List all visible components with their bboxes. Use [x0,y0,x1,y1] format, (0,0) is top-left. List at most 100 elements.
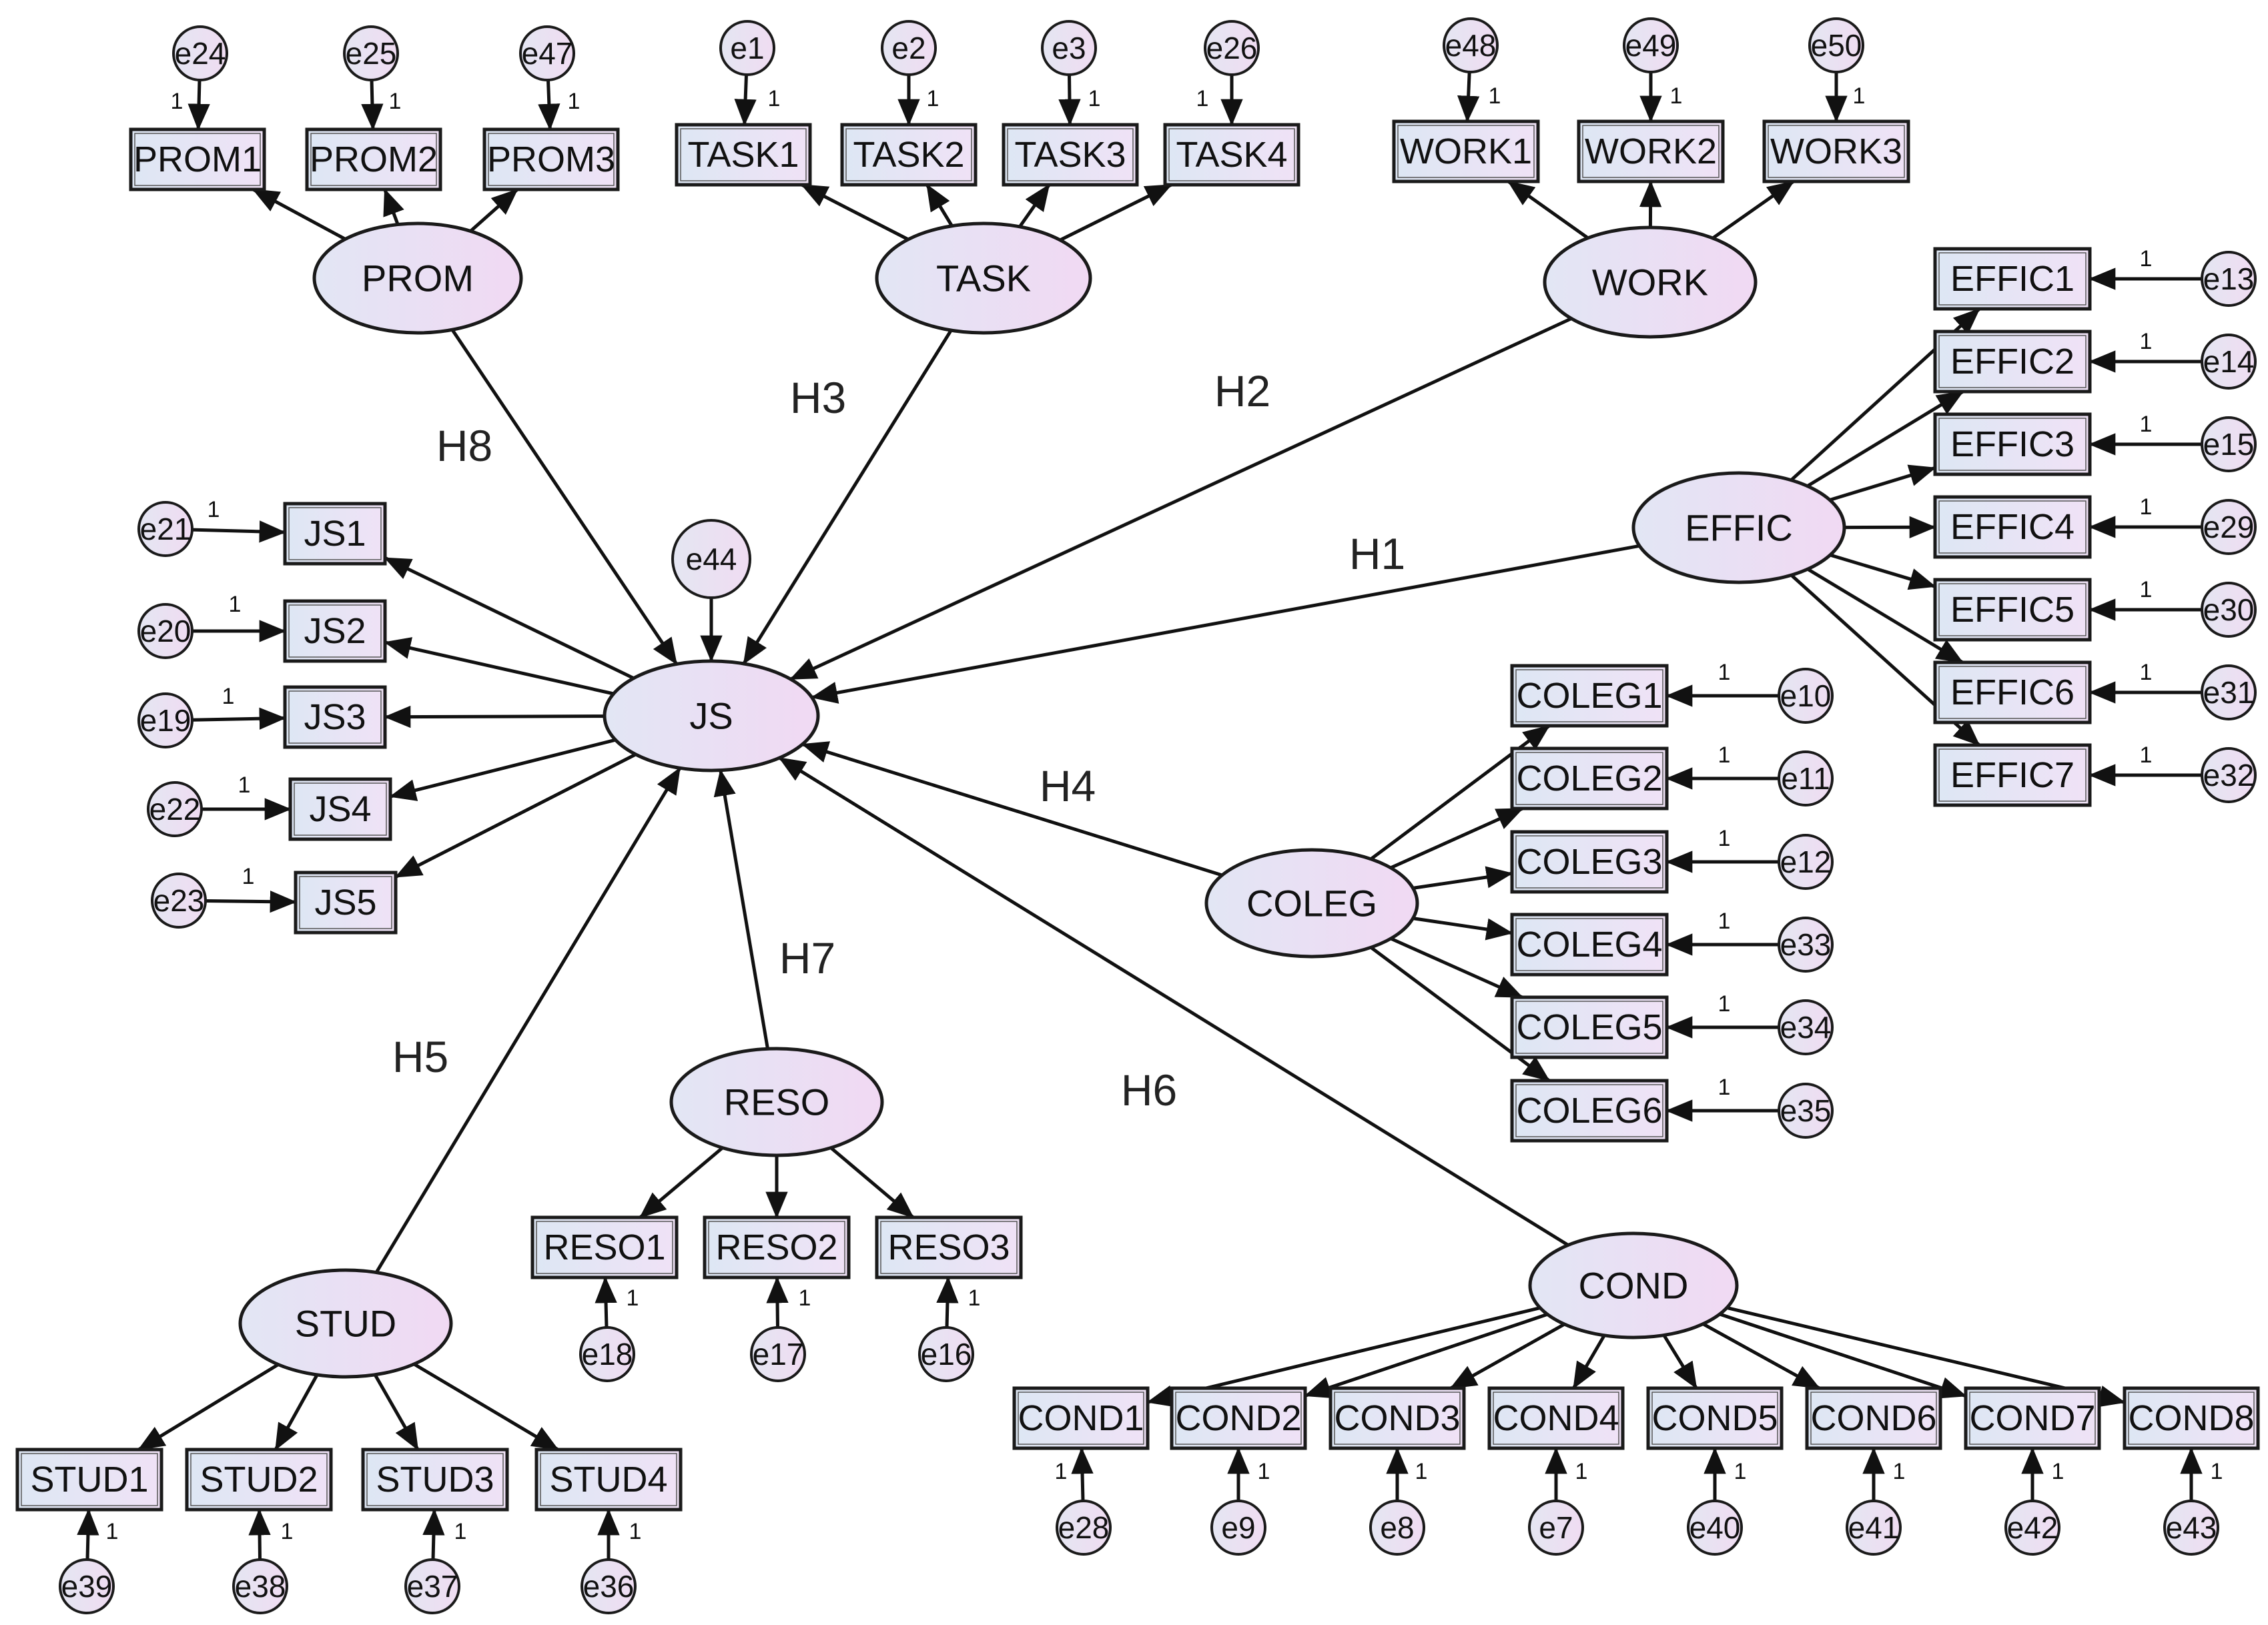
indicator-label-stud2: STUD2 [200,1460,318,1500]
indicator-inner-border [288,690,382,744]
error-label-e23: e23 [153,883,205,918]
loading-arrow-cond3 [1449,1322,1565,1390]
indicator-label-cond8: COND8 [2128,1398,2254,1438]
error-arrow-e48 [1457,71,1480,123]
error-arrow-e25 [361,79,384,131]
indicator-inner-border [488,133,615,186]
indicator-inner-border [1651,1392,1778,1445]
indicator-label-prom1: PROM1 [133,139,262,179]
error-label-e39: e39 [61,1569,113,1604]
indicator-inner-border [366,1453,504,1506]
error-e17 [750,1326,806,1382]
indicator-inner-border [1938,748,2087,802]
indicator-label-coleg6: COLEG6 [1516,1091,1662,1131]
error-e2 [881,20,937,76]
indicator-cond2 [1170,1386,1307,1450]
error-e13 [2201,251,2257,307]
error-label-e3: e3 [1052,31,1086,65]
error-label-e33: e33 [1780,927,1832,962]
indicator-inner-border [1810,1392,1937,1445]
error-label-e13: e13 [2203,261,2255,296]
error-e24 [172,25,228,81]
error-e49 [1623,17,1679,73]
indicator-label-task2: TASK2 [853,135,964,175]
error-e39 [59,1558,115,1614]
nodes-layer [15,17,2260,1614]
error-e43 [2163,1500,2219,1556]
loading-arrow-task4 [1059,183,1172,242]
loading-arrow-stud1 [137,1363,280,1452]
indicator-coleg2 [1510,746,1669,810]
error-arrow-e17 [766,1276,789,1328]
indicator-task2 [840,123,978,187]
paths-layer [77,71,2203,1560]
indicator-inner-border [21,1453,158,1506]
error-label-e8: e8 [1380,1510,1414,1545]
indicator-cond3 [1329,1386,1466,1450]
latent-stud [238,1268,453,1379]
indicator-inner-border [1397,125,1535,178]
fixed-loading-label: 1 [768,86,781,111]
indicator-effic1 [1933,247,2092,311]
indicator-coleg3 [1510,830,1669,894]
hypothesis-label-h4: H4 [1040,761,1096,810]
error-label-e49: e49 [1625,28,1677,63]
error-arrow-e23 [205,890,297,913]
indicator-label-work2: WORK2 [1585,131,1717,171]
latent-label-reso: RESO [724,1081,830,1123]
latent-label-stud: STUD [295,1303,396,1345]
latent-reso [669,1047,884,1157]
latent-label-prom: PROM [362,257,474,300]
fixed-loading-label: 1 [2140,494,2153,520]
indicator-js1 [283,502,387,566]
error-label-e30: e30 [2203,592,2255,627]
indicator-prom2 [305,127,442,191]
indicator-stud1 [15,1448,163,1512]
error-label-e36: e36 [583,1569,635,1604]
fixed-loading-label: 1 [927,86,939,111]
latent-task [875,221,1092,335]
error-label-e16: e16 [921,1337,972,1372]
loading-arrow-work3 [1712,179,1795,240]
latent-label-work: WORK [1592,261,1708,304]
error-arrow-e21 [192,520,286,543]
structural-error-e44 [671,519,751,599]
fixed-loading-label: 1 [968,1285,981,1311]
error-e25 [343,25,399,81]
loading-arrow-cond2 [1304,1312,1548,1398]
error-label-e2: e2 [891,31,925,65]
indicator-task1 [675,123,812,187]
fixed-loading-label: 1 [629,1519,642,1544]
error-label-e15: e15 [2203,427,2255,462]
error-label-e34: e34 [1780,1010,1832,1045]
indicator-inner-border [288,507,382,560]
indicator-label-reso2: RESO2 [715,1227,837,1267]
indicator-label-js2: JS2 [304,611,366,651]
latent-js [603,659,820,772]
fixed-loading-label: 1 [1853,83,1866,109]
indicator-inner-border [1938,335,2087,388]
latent-label-js: JS [689,695,733,737]
indicator-label-coleg1: COLEG1 [1516,676,1662,716]
indicator-coleg4 [1510,913,1669,977]
indicator-inner-border [1334,1392,1461,1445]
hypothesis-label-h8: H8 [436,421,492,470]
indicator-inner-border [880,1221,1018,1274]
indicator-inner-border [1018,1392,1144,1445]
fixed-loading-label: 1 [1415,1459,1428,1484]
indicator-label-effic4: EFFIC4 [1950,507,2074,547]
indicator-stud2 [185,1448,333,1512]
error-label-e24: e24 [175,36,226,71]
loading-arrow-cond1 [1146,1306,1541,1408]
indicator-label-effic7: EFFIC7 [1950,755,2074,795]
error-e50 [1808,17,1864,73]
latent-label-effic: EFFIC [1685,507,1793,549]
fixed-loading-label: 1 [2140,742,2153,768]
indicator-label-cond4: COND4 [1493,1398,1619,1438]
error-label-e11: e11 [1781,761,1830,796]
error-label-e48: e48 [1445,28,1497,63]
error-label-e17: e17 [753,1337,804,1372]
error-e47 [519,25,575,81]
indicator-label-work1: WORK1 [1400,131,1532,171]
